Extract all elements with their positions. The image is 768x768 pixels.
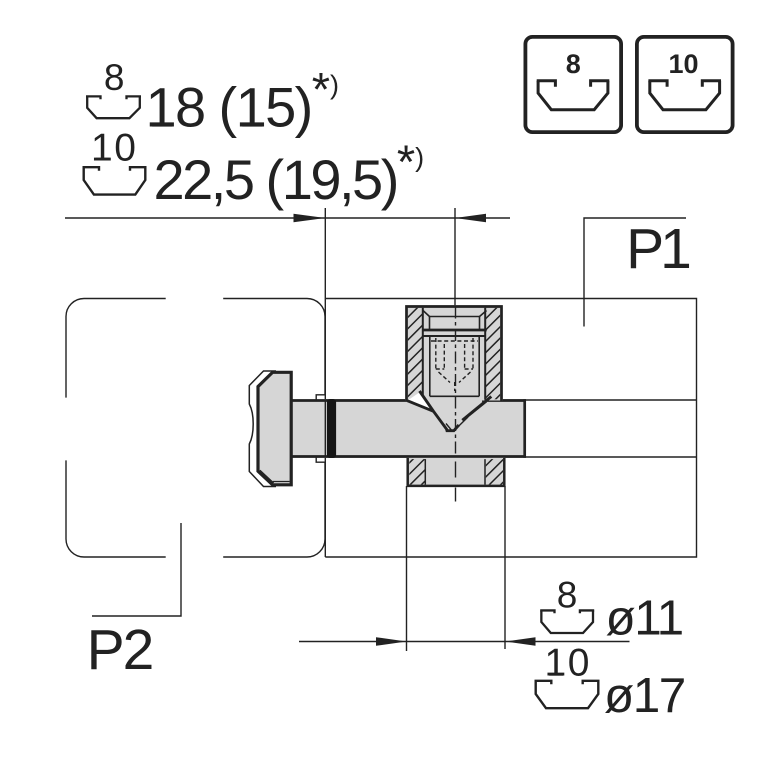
svg-text:ø11: ø11 [606, 591, 683, 646]
svg-text:8: 8 [104, 57, 125, 98]
svg-text:10: 10 [545, 642, 591, 685]
svg-text:8: 8 [557, 575, 578, 616]
svg-text:10: 10 [91, 127, 137, 170]
svg-text:10: 10 [668, 49, 698, 79]
svg-text:ø17: ø17 [604, 668, 685, 723]
svg-text:P2: P2 [87, 618, 153, 682]
svg-text:P1: P1 [626, 217, 689, 281]
svg-text:8: 8 [566, 49, 581, 79]
